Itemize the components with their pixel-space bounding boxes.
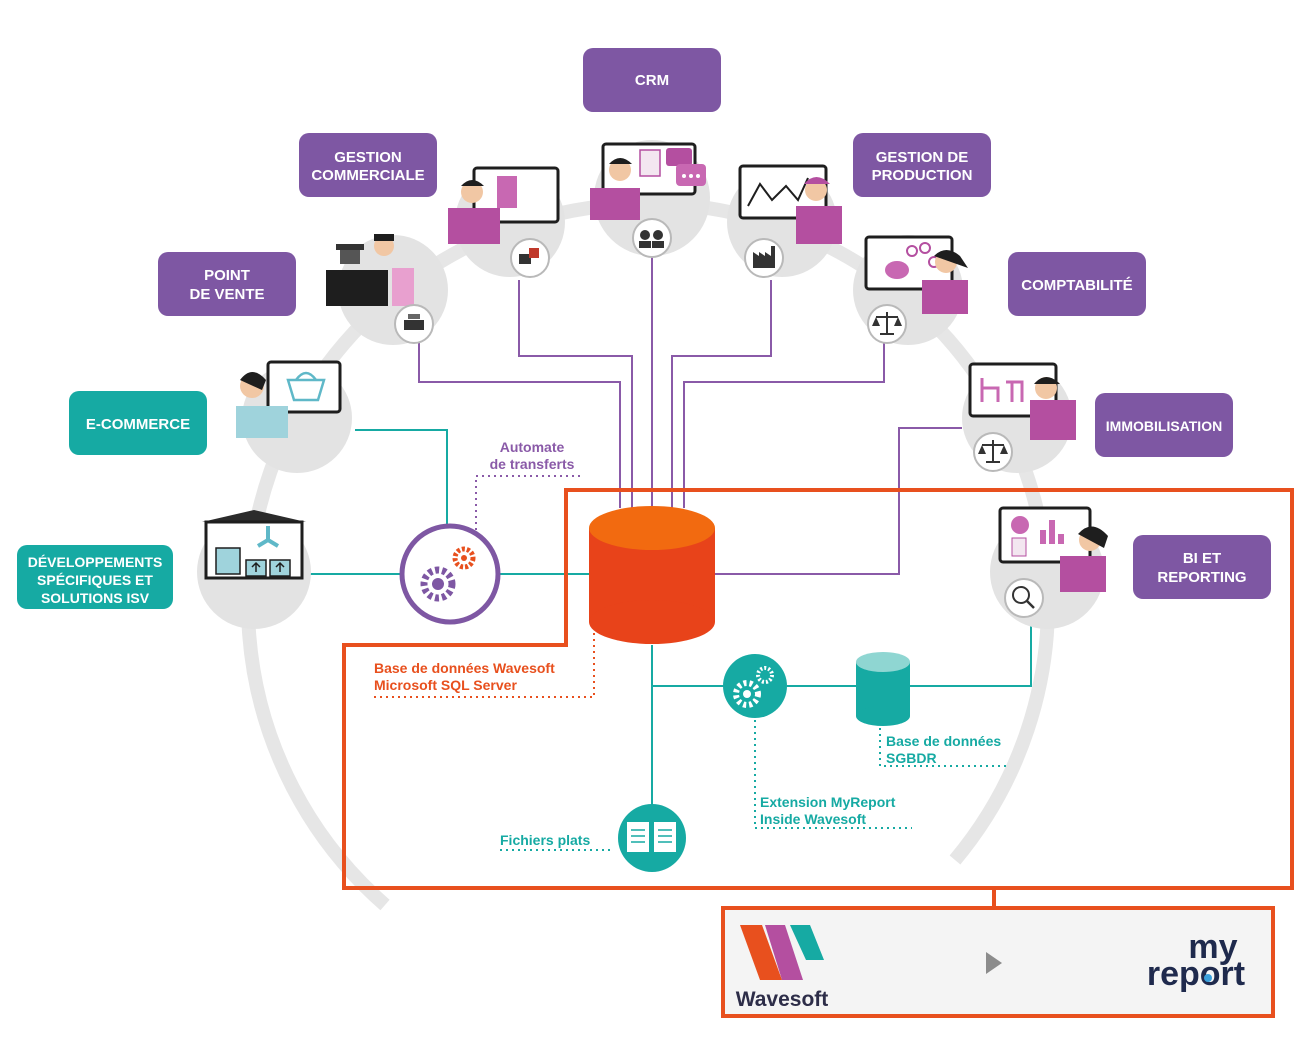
svg-text:my: my xyxy=(1188,928,1237,966)
assets-illustration xyxy=(968,362,1076,440)
svg-text:GESTION DE: GESTION DE xyxy=(876,149,969,166)
svg-text:SOLUTIONS ISV: SOLUTIONS ISV xyxy=(41,590,150,606)
svg-text:COMPTABILITÉ: COMPTABILITÉ xyxy=(1021,277,1132,294)
wavesoft-logo: Wavesoft xyxy=(736,925,829,1011)
arrow-right-icon xyxy=(986,952,1002,974)
crm-illustration xyxy=(590,142,706,220)
purple-connectors xyxy=(418,255,962,575)
cash-register-icon xyxy=(394,304,434,344)
warehouse-illustration xyxy=(202,510,306,580)
module-gestion-commerciale[interactable]: GESTION COMMERCIALE xyxy=(299,133,437,197)
module-bi-reporting[interactable]: BI ET REPORTING xyxy=(1133,535,1271,599)
myreport-extension-gear-icon xyxy=(723,654,787,718)
module-e-commerce[interactable]: E-COMMERCE xyxy=(69,391,207,455)
factory-icon xyxy=(744,238,784,278)
note-automate: Automate xyxy=(500,439,565,455)
svg-text:SPÉCIFIQUES ET: SPÉCIFIQUES ET xyxy=(37,572,153,588)
accounting-illustration xyxy=(864,235,968,314)
teal-connectors xyxy=(302,429,1032,806)
production-illustration xyxy=(738,164,842,244)
bi-illustration xyxy=(998,506,1108,592)
pos-illustration xyxy=(326,234,414,306)
dotted-leaders xyxy=(374,475,1008,851)
sgbdr-database-icon xyxy=(856,652,910,726)
module-immobilisation[interactable]: IMMOBILISATION xyxy=(1095,393,1233,457)
svg-text:Wavesoft: Wavesoft xyxy=(736,988,829,1011)
flat-files-icon xyxy=(618,804,686,872)
svg-text:COMMERCIALE: COMMERCIALE xyxy=(311,167,424,184)
module-point-de-vente[interactable]: POINT DE VENTE xyxy=(158,252,296,316)
people-icon xyxy=(632,218,672,258)
svg-text:E-COMMERCE: E-COMMERCE xyxy=(86,416,190,433)
svg-text:PRODUCTION: PRODUCTION xyxy=(872,167,973,184)
boxes-icon xyxy=(510,238,550,278)
module-crm[interactable]: CRM xyxy=(583,48,721,112)
svg-text:IMMOBILISATION: IMMOBILISATION xyxy=(1106,418,1222,434)
ecommerce-illustration xyxy=(236,360,342,438)
magnifier-chart-icon xyxy=(1004,578,1044,618)
wavesoft-sql-database-icon xyxy=(589,506,715,644)
myreport-logo: my report xyxy=(1147,928,1245,993)
module-comptabilite[interactable]: COMPTABILITÉ xyxy=(1008,252,1146,316)
scales-icon-2 xyxy=(973,432,1013,472)
module-gestion-production[interactable]: GESTION DE PRODUCTION xyxy=(853,133,991,197)
svg-text:DE VENTE: DE VENTE xyxy=(189,286,264,303)
transfer-automaton-node xyxy=(399,523,501,625)
svg-text:CRM: CRM xyxy=(635,72,669,89)
note-extension-2: Inside Wavesoft xyxy=(760,811,866,827)
note-extension: Extension MyReport xyxy=(760,794,896,810)
svg-text:BI ET: BI ET xyxy=(1183,550,1221,567)
svg-text:REPORTING: REPORTING xyxy=(1157,569,1246,586)
myreport-scope-frame xyxy=(342,488,1294,890)
note-database: Base de données Wavesoft xyxy=(374,660,555,676)
note-sgbdr: Base de données xyxy=(886,733,1001,749)
note-automate-2: de transferts xyxy=(490,456,575,472)
svg-text:DÉVELOPPEMENTS: DÉVELOPPEMENTS xyxy=(28,554,163,570)
svg-text:POINT: POINT xyxy=(204,267,250,284)
note-sgbdr-2: SGBDR xyxy=(886,750,937,766)
scales-icon xyxy=(867,304,907,344)
svg-text:GESTION: GESTION xyxy=(334,149,402,166)
svg-text:report: report xyxy=(1147,955,1245,993)
module-developpements[interactable]: DÉVELOPPEMENTS SPÉCIFIQUES ET SOLUTIONS … xyxy=(17,545,173,609)
note-fichiers: Fichiers plats xyxy=(500,832,590,848)
sales-illustration xyxy=(448,166,560,244)
note-database-2: Microsoft SQL Server xyxy=(374,677,517,693)
